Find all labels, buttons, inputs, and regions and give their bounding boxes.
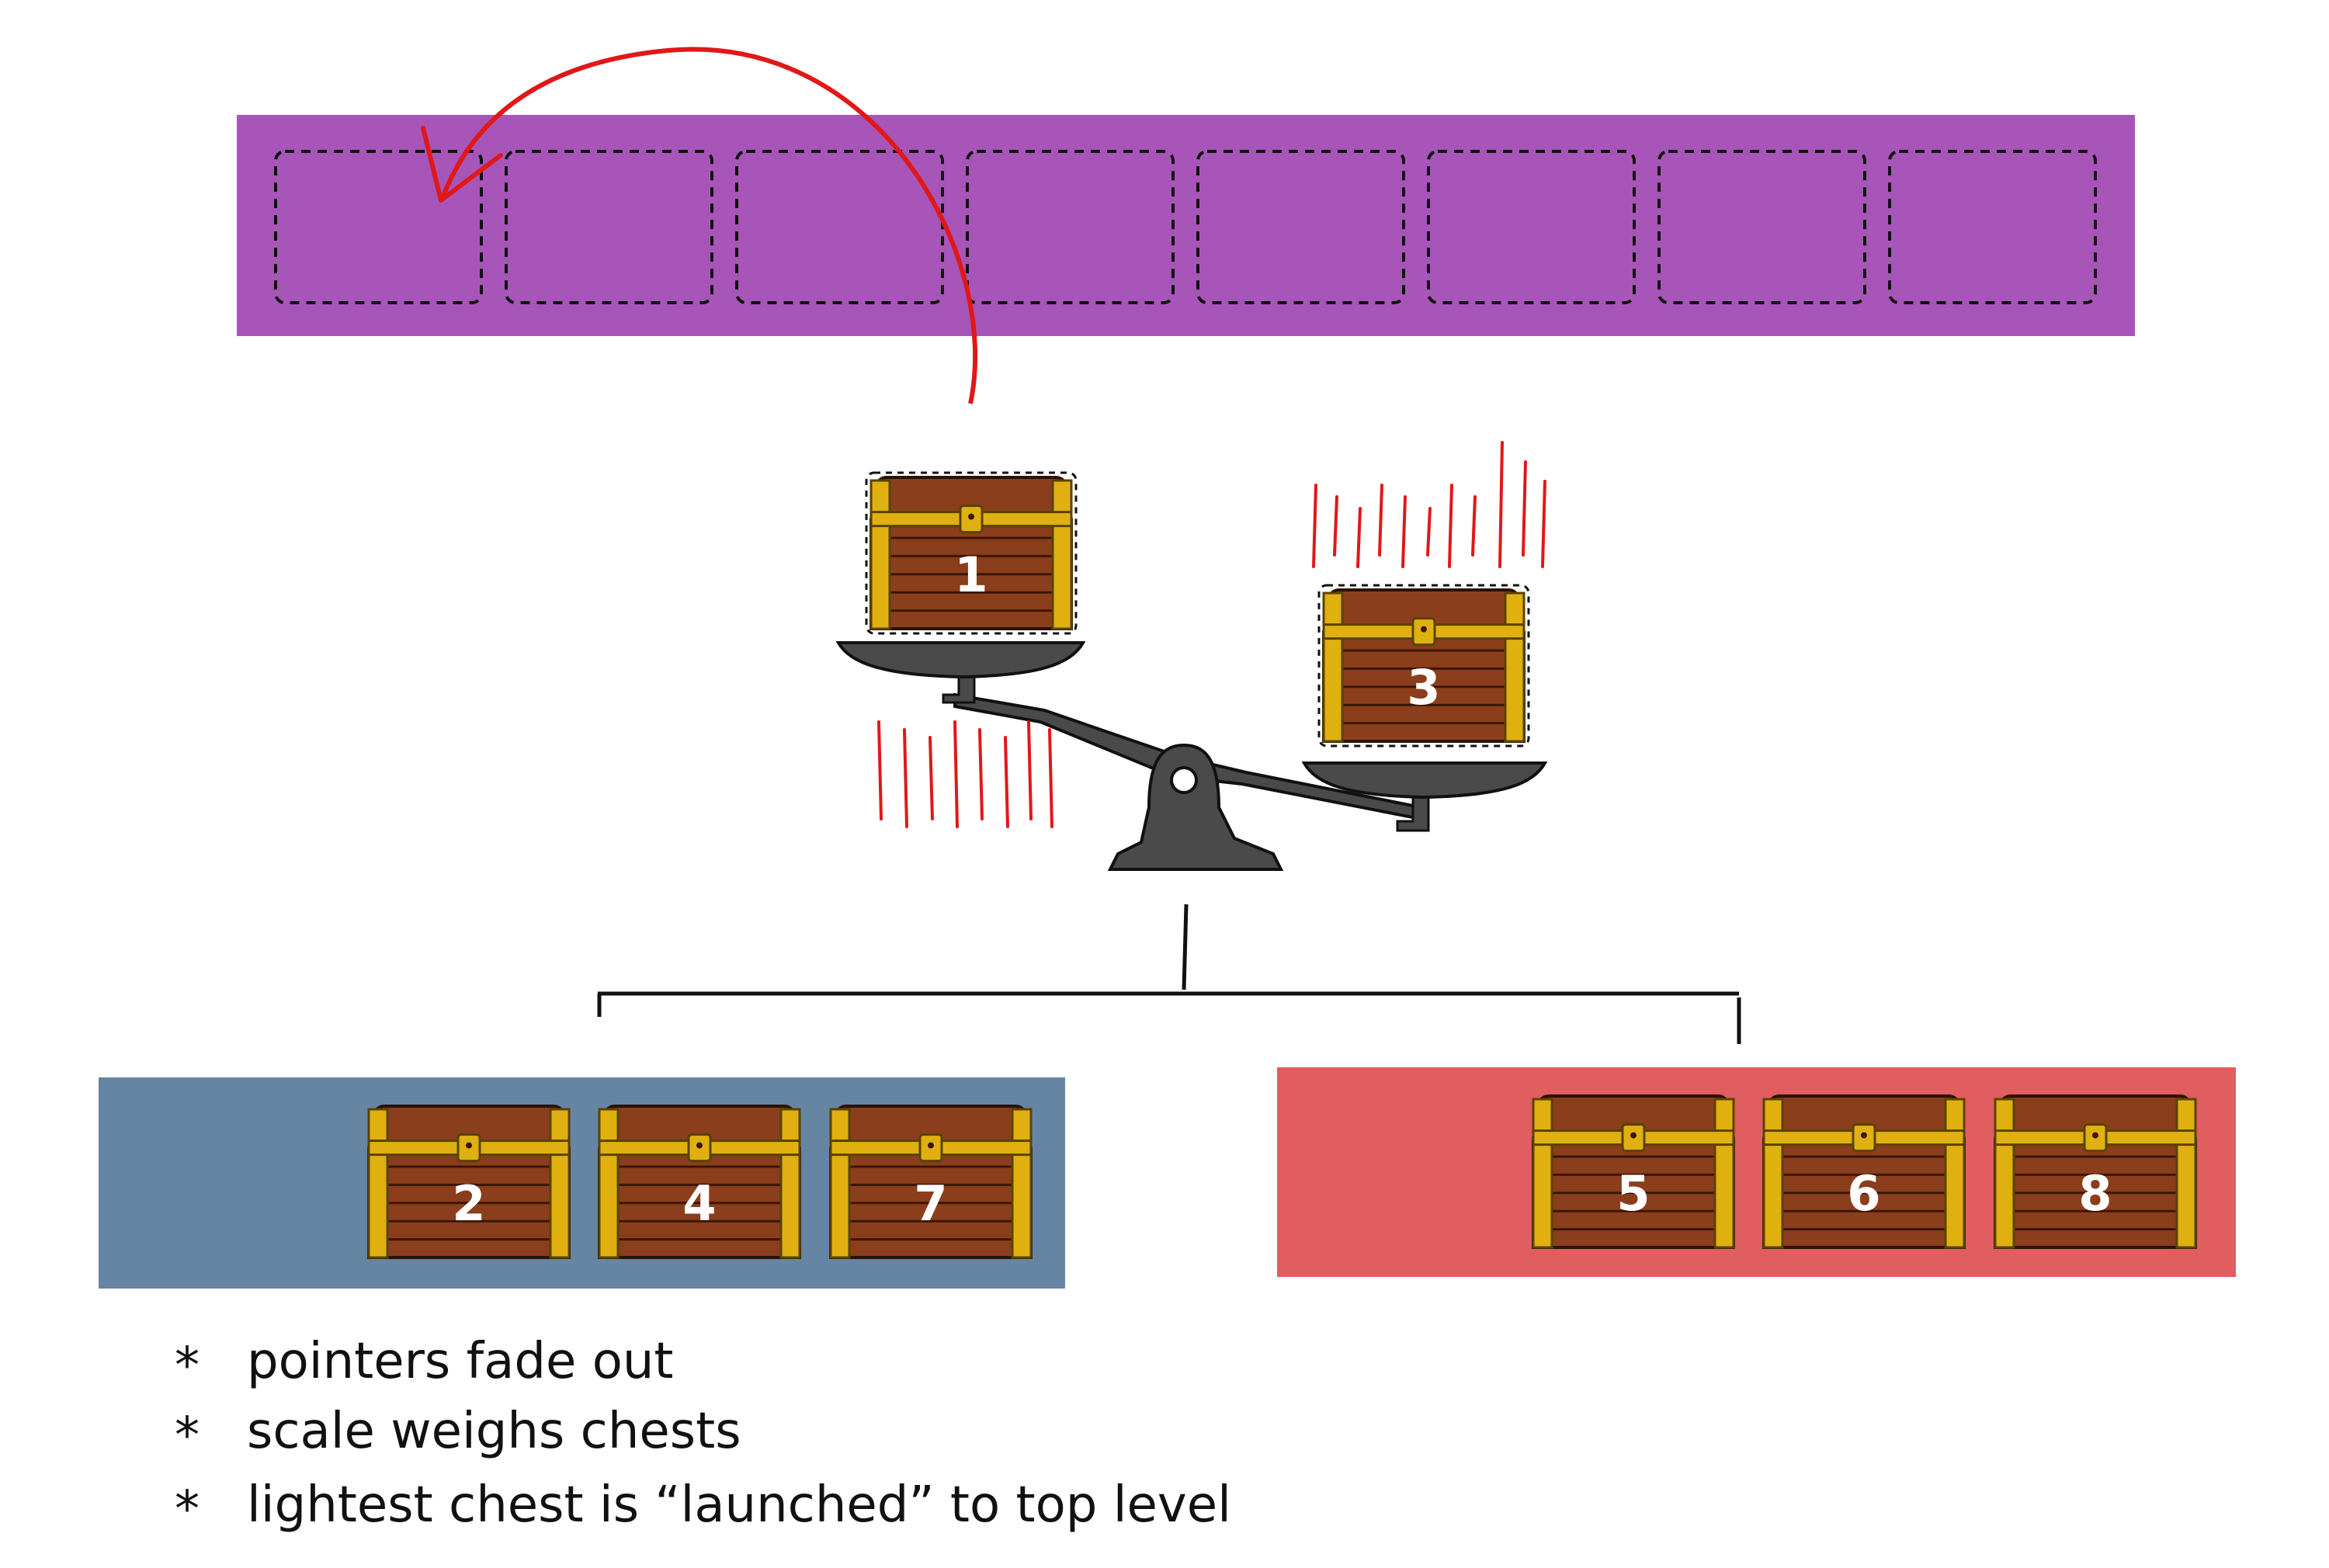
note-bullet: * bbox=[175, 1407, 200, 1465]
note-bullet: * bbox=[175, 1481, 200, 1539]
top-level-slot bbox=[735, 150, 944, 304]
chest-number: 5 bbox=[1616, 1165, 1650, 1222]
motion-line bbox=[877, 720, 883, 820]
launch-arrow bbox=[440, 47, 978, 404]
motion-line bbox=[1048, 728, 1053, 828]
motion-line bbox=[1541, 480, 1546, 568]
top-level-slot bbox=[1657, 150, 1866, 304]
motion-lines-right-chest bbox=[1312, 441, 1546, 568]
motion-line bbox=[1356, 507, 1362, 568]
treasure-chest: 8 bbox=[1994, 1094, 2197, 1249]
note-item: scale weighs chests bbox=[247, 1403, 741, 1460]
split-connector bbox=[597, 904, 1741, 1044]
chest-number: 1 bbox=[954, 546, 987, 603]
right-pan bbox=[1301, 761, 1548, 800]
motion-line bbox=[903, 728, 908, 828]
treasure-chest: 5 bbox=[1532, 1094, 1735, 1249]
chest-number: 8 bbox=[2078, 1165, 2112, 1222]
motion-line bbox=[1448, 484, 1453, 568]
chest-number: 4 bbox=[682, 1175, 716, 1232]
top-level-slot bbox=[966, 150, 1175, 304]
scale-pivot bbox=[1170, 766, 1198, 794]
left-pan bbox=[835, 641, 1086, 679]
note-bullet: * bbox=[175, 1337, 200, 1395]
launch-arrowhead bbox=[421, 126, 503, 203]
motion-line bbox=[1333, 495, 1338, 557]
scale-base bbox=[1107, 743, 1284, 871]
balance-scale bbox=[835, 641, 1548, 871]
top-level-slot bbox=[1427, 150, 1636, 304]
chest-number: 3 bbox=[1407, 659, 1440, 716]
motion-line bbox=[1471, 495, 1477, 557]
motion-line bbox=[1312, 484, 1317, 568]
motion-lines-left-pan bbox=[877, 720, 1053, 828]
treasure-chest: 1 bbox=[865, 471, 1078, 635]
treasure-chest: 3 bbox=[1317, 584, 1530, 748]
motion-line bbox=[1027, 720, 1033, 820]
note-item: lightest chest is “launched” to top leve… bbox=[247, 1476, 1231, 1534]
treasure-chest: 2 bbox=[367, 1105, 571, 1259]
treasure-chest: 7 bbox=[829, 1105, 1033, 1259]
note-item: pointers fade out bbox=[247, 1333, 674, 1390]
motion-line bbox=[1378, 484, 1383, 557]
motion-line bbox=[928, 736, 934, 820]
treasure-chest: 4 bbox=[598, 1105, 801, 1259]
chests-layer: 1 3 2 4 7 5 6 8 bbox=[367, 471, 2197, 1259]
treasure-chest: 6 bbox=[1762, 1094, 1966, 1249]
notes-list: * pointers fade out * scale weighs chests * l… bbox=[175, 1333, 1231, 1539]
motion-line bbox=[978, 728, 984, 820]
top-level-slots bbox=[274, 150, 2097, 304]
chest-number: 2 bbox=[452, 1175, 485, 1232]
top-level-slot bbox=[274, 150, 483, 304]
chest-number: 7 bbox=[914, 1175, 947, 1232]
top-level-slot bbox=[1888, 150, 2097, 304]
motion-line bbox=[953, 720, 959, 828]
top-level-slot bbox=[505, 150, 713, 304]
motion-line bbox=[1401, 495, 1407, 568]
chest-number: 6 bbox=[1847, 1165, 1880, 1222]
motion-line bbox=[1522, 460, 1527, 557]
top-level-slot bbox=[1196, 150, 1405, 304]
motion-line bbox=[1426, 507, 1432, 557]
top-level-bar bbox=[237, 115, 2135, 336]
motion-line bbox=[1004, 736, 1009, 828]
motion-line bbox=[1498, 441, 1504, 568]
